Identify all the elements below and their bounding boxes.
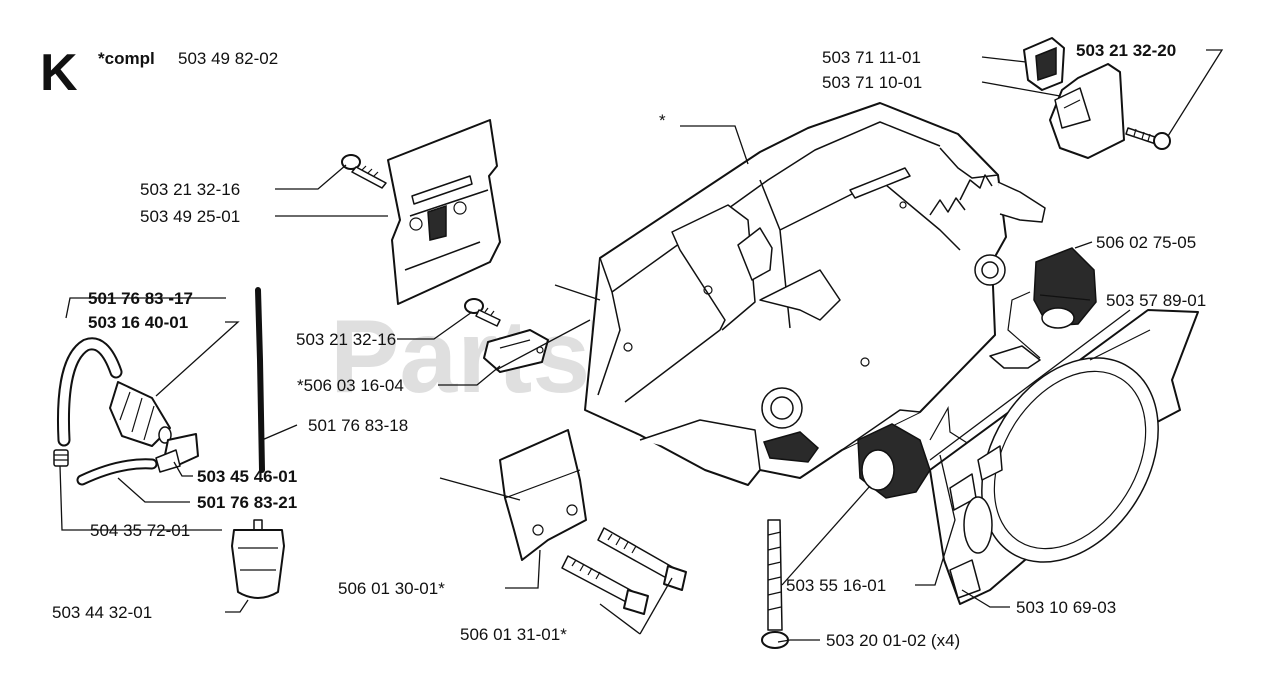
callout-506013101: 506 01 31-01* — [460, 625, 567, 644]
callout-503711001: 503 71 10-01 — [822, 73, 922, 92]
fuel-filter-part — [109, 381, 172, 447]
callout-506031604: *506 03 16-04 — [297, 376, 404, 395]
hose-sleeve-part — [53, 449, 69, 467]
tensioner-bracket-part — [499, 429, 587, 561]
callout-503492501: 503 49 25-01 — [140, 207, 240, 226]
compl-prefix: *compl — [98, 49, 155, 68]
callout-503711101: 503 71 11-01 — [822, 48, 921, 67]
callout-501768318: 501 76 83-18 — [308, 416, 408, 435]
callout-503213216-top: 503 21 32-16 — [140, 180, 240, 199]
fuel-hose-upper-part — [57, 337, 123, 447]
callout-503213220: 503 21 32-20 — [1076, 41, 1176, 60]
callout-503443201: 503 44 32-01 — [52, 603, 152, 622]
long-bolt-part — [761, 519, 789, 649]
callout-housing-star: * — [659, 111, 666, 130]
guide-plate-part — [387, 119, 501, 305]
callout-503200102: 503 20 01-02 (x4) — [826, 631, 960, 650]
callout-503578901: 503 57 89-01 — [1106, 291, 1206, 310]
callout-503106903: 503 10 69-03 — [1016, 598, 1116, 617]
callout-503213216-middle: 503 21 32-16 — [296, 330, 396, 349]
hose-connector-part — [155, 433, 199, 473]
chain-catcher-part — [483, 329, 549, 373]
bolts-part — [561, 527, 687, 615]
long-hose-part — [255, 287, 265, 473]
callout-503454601: 503 45 46-01 — [197, 467, 297, 486]
callout-503164001: 503 16 40-01 — [88, 313, 188, 332]
fuel-hose-lower-part — [76, 458, 158, 486]
callout-504357201: 504 35 72-01 — [90, 521, 190, 540]
av-element-upper-part — [989, 247, 1097, 369]
section-letter: K — [40, 44, 78, 102]
compl-number: 503 49 82-02 — [178, 49, 278, 68]
side-plate-part — [929, 309, 1199, 605]
screw-middle-part — [464, 298, 501, 327]
callout-506027505: 506 02 75-05 — [1096, 233, 1196, 252]
housing-part — [584, 102, 1046, 486]
callout-501768321: 501 76 83-21 — [197, 493, 297, 512]
filter-cap-part — [1023, 37, 1065, 91]
screw-top-part — [341, 154, 387, 189]
callout-503551601: 503 55 16-01 — [786, 576, 886, 595]
leader-lines — [59, 49, 1224, 643]
bracket-part — [1049, 63, 1125, 159]
screw-right-part — [1125, 127, 1171, 150]
av-element-lower-part — [857, 406, 973, 499]
fuel-filter-bottom-part — [231, 519, 285, 599]
callout-506013001: 506 01 30-01* — [338, 579, 445, 598]
callout-501768317: 501 76 83 -17 — [88, 289, 193, 308]
